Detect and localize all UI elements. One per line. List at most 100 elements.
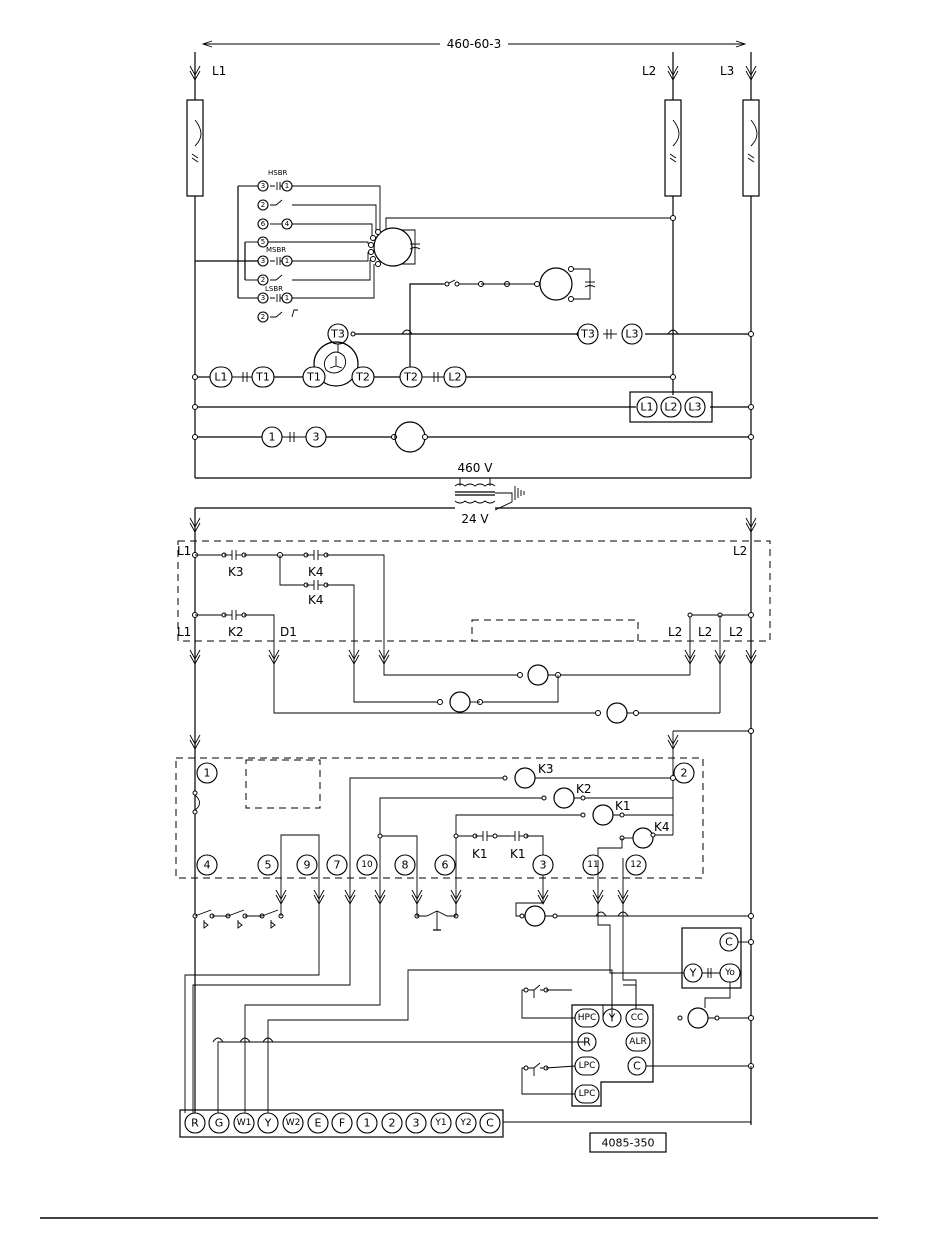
board-term-7: 7 — [334, 859, 341, 872]
term-t3b: T3 — [580, 328, 595, 341]
control-board: 1 2 K3 K2 K1 K4 — [176, 758, 703, 900]
tstat-w1: W1 — [237, 1118, 252, 1128]
tstat-y2: Y2 — [459, 1118, 471, 1128]
board-term-11: 11 — [587, 860, 598, 870]
svg-text:Yo: Yo — [724, 968, 735, 978]
tstat-y: Y — [264, 1117, 272, 1130]
term-t2b: T2 — [403, 371, 418, 384]
lockout-board: HPC Y CC R ALR LPC C LPC — [522, 985, 754, 1106]
term-t1b: T1 — [306, 371, 321, 384]
term-t3: T3 — [330, 328, 345, 341]
k1-contact-b: K1 — [510, 847, 526, 861]
board-term-8: 8 — [402, 859, 409, 872]
svg-text:1: 1 — [269, 431, 276, 444]
svg-text:L2: L2 — [668, 625, 682, 639]
line-label-l3: L3 — [720, 64, 734, 78]
k4-contact-a: K4 — [308, 565, 324, 579]
relay-box-l2-top: L2 — [733, 544, 747, 558]
lsbr-label: LSBR — [265, 285, 283, 293]
term-l2: L2 — [448, 371, 461, 384]
tstat-2: 2 — [389, 1117, 396, 1130]
term-l3: L3 — [625, 328, 638, 341]
tstat-e: E — [315, 1117, 322, 1130]
transformer: 460 V 24 V — [195, 461, 751, 526]
board-term-9: 9 — [304, 859, 311, 872]
svg-text:1: 1 — [285, 257, 289, 265]
coil-k3: K3 — [538, 762, 554, 776]
field-wiring — [185, 900, 751, 1122]
fan-circuit: 1 3 — [193, 422, 754, 452]
coil-k2: K2 — [576, 782, 592, 796]
tstat-y1: Y1 — [434, 1118, 446, 1128]
blower-motor — [369, 216, 676, 267]
lockout-lpc2: LPC — [579, 1089, 596, 1099]
power-terminal-block: L1 L2 L3 — [193, 392, 754, 422]
relay-box: L1 L2 L1 L2 L2 L2 D1 K3 K4 K4 — [177, 541, 770, 660]
svg-text:5: 5 — [261, 238, 265, 246]
svg-text:L1: L1 — [640, 401, 653, 414]
svg-text:L2: L2 — [664, 401, 677, 414]
board-term-2: 2 — [681, 767, 688, 780]
k3-contact: K3 — [228, 565, 244, 579]
board-term-6: 6 — [442, 859, 449, 872]
svg-text:L2: L2 — [698, 625, 712, 639]
supply-label: 460-60-3 — [447, 37, 501, 51]
limit-switches — [193, 900, 754, 930]
svg-text:3: 3 — [261, 182, 265, 190]
lockout-alr: ALR — [629, 1037, 646, 1047]
board-term-1: 1 — [204, 767, 211, 780]
line-label-l1: L1 — [212, 64, 226, 78]
term-t1a: T1 — [255, 371, 270, 384]
board-term-10: 10 — [361, 860, 373, 870]
svg-text:L3: L3 — [688, 401, 701, 414]
lockout-c: C — [633, 1060, 641, 1073]
speed-relays: HSBR MSBR LSBR 3 1 2 6 4 5 3 1 2 3 1 2 — [195, 169, 380, 322]
lockout-hpc: HPC — [578, 1013, 596, 1023]
board-term-5: 5 — [265, 859, 272, 872]
relay-box-l1-top: L1 — [177, 544, 191, 558]
transformer-primary: 460 V — [458, 461, 494, 475]
k1-contact-a: K1 — [472, 847, 488, 861]
svg-text:L2: L2 — [729, 625, 743, 639]
svg-text:6: 6 — [261, 220, 266, 228]
tstat-1: 1 — [364, 1117, 371, 1130]
board-term-3: 3 — [540, 859, 547, 872]
thermostat-strip: R G W1 Y W2 E F 1 2 3 Y1 Y2 C — [180, 1110, 503, 1137]
svg-text:4: 4 — [285, 220, 290, 228]
condenser-fan — [410, 267, 595, 378]
svg-text:2: 2 — [261, 276, 265, 284]
lockout-lpc: LPC — [579, 1061, 596, 1071]
msbr-label: MSBR — [266, 246, 286, 254]
k4-contact-b: K4 — [308, 593, 324, 607]
svg-text:1: 1 — [285, 182, 289, 190]
compressor: T3 L3 T3 L1 T1 T1 T2 T2 L2 — [193, 324, 754, 387]
transformer-secondary: 24 V — [461, 512, 489, 526]
hsbr-label: HSBR — [268, 169, 288, 177]
tstat-c: C — [486, 1117, 494, 1130]
relay-module: C Y Yo — [598, 900, 754, 1028]
tstat-r: R — [191, 1117, 199, 1130]
d1-label: D1 — [280, 625, 297, 639]
svg-text:2: 2 — [261, 201, 265, 209]
svg-text:3: 3 — [261, 294, 265, 302]
drawing-number-text: 4085-350 — [602, 1137, 655, 1150]
svg-text:3: 3 — [261, 257, 265, 265]
svg-text:1: 1 — [285, 294, 289, 302]
line-inputs: L1 L2 L3 — [190, 52, 756, 100]
tstat-f: F — [339, 1117, 345, 1130]
coil-k1: K1 — [615, 799, 631, 813]
relay-box-l1-bottom: L1 — [177, 625, 191, 639]
coil-k4: K4 — [654, 820, 670, 834]
tstat-g: G — [215, 1117, 224, 1130]
term-l1: L1 — [214, 371, 227, 384]
board-term-4: 4 — [204, 859, 211, 872]
tstat-3: 3 — [413, 1117, 420, 1130]
svg-text:C: C — [725, 936, 733, 949]
svg-text:Y: Y — [689, 967, 697, 980]
svg-text:2: 2 — [261, 313, 265, 321]
board-term-12: 12 — [630, 860, 641, 870]
drawing-number: 4085-350 — [590, 1133, 666, 1152]
k2-contact: K2 — [228, 625, 244, 639]
line-label-l2: L2 — [642, 64, 656, 78]
